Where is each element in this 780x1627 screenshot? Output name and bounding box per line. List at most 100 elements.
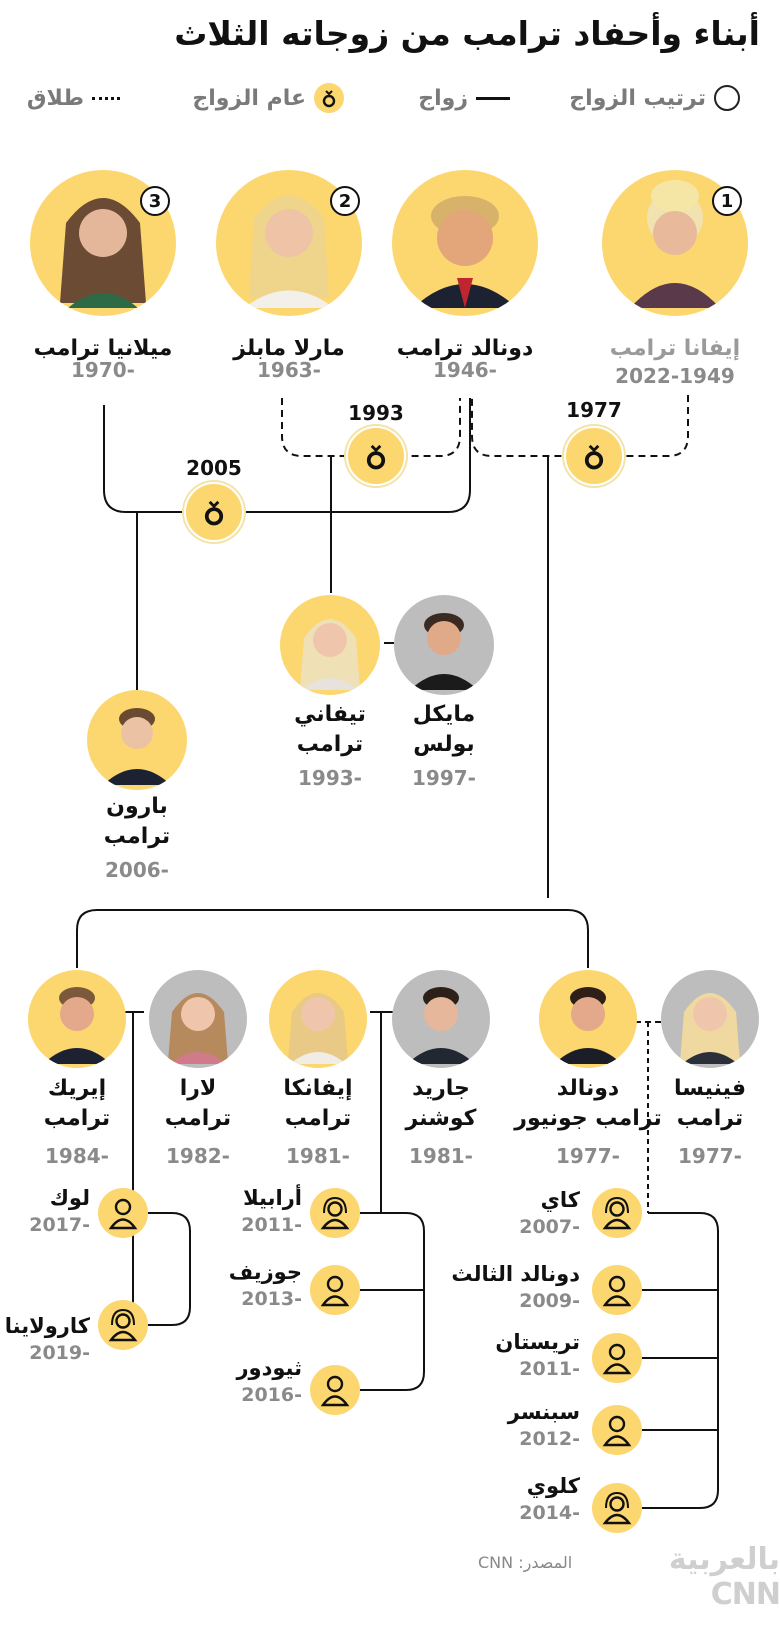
portrait-icon	[410, 613, 478, 690]
donald-photo	[392, 170, 538, 316]
portrait-icon	[413, 196, 517, 308]
lara-photo	[149, 970, 247, 1068]
donald-name: دونالد ترامب	[396, 336, 534, 361]
grandchild-tristan-icon	[592, 1333, 642, 1383]
person-icon	[108, 1198, 138, 1230]
lara-year: 1982-	[166, 1144, 230, 1168]
grandchild-arabella-icon	[310, 1188, 360, 1238]
grandchild-theodore-icon	[310, 1365, 360, 1415]
donald-years: 1946-	[433, 358, 497, 382]
marla-years: 1963-	[257, 358, 321, 382]
grandchild-tristan-name: تريستان	[495, 1330, 580, 1354]
jared-name-first: جاريد	[412, 1076, 470, 1101]
donald-jr-photo	[539, 970, 637, 1068]
order-badge-2: 2	[330, 186, 360, 216]
grandchild-theodore-name: ثيودور	[236, 1356, 302, 1380]
wedding-ring-2005	[184, 482, 244, 542]
grandchild-kai-icon	[592, 1188, 642, 1238]
grandchild-donald-iii-year: 2009-	[519, 1290, 580, 1312]
vanessa-year: 1977-	[678, 1144, 742, 1168]
donald-jr-name-last: ترامب جونيور	[514, 1106, 662, 1131]
grandchild-carolina-name: كارولاينا	[4, 1314, 90, 1338]
person-icon	[602, 1343, 632, 1375]
legend-divorce-label: طلاق	[26, 85, 84, 111]
tiffany-photo	[280, 595, 380, 695]
ivanka-name-last: ترامب	[284, 1106, 352, 1131]
grandchild-joseph-year: 2013-	[241, 1288, 302, 1310]
ivana-years: 2022-1949	[615, 364, 735, 388]
eric-photo	[28, 970, 126, 1068]
grandchild-chloe-icon	[592, 1483, 642, 1533]
lara-name-last: ترامب	[164, 1106, 232, 1131]
grandchild-theodore-year: 2016-	[241, 1384, 302, 1406]
tiffany-name-last: ترامب	[296, 732, 364, 757]
wedding-ring-1977	[564, 426, 624, 486]
ivanka-photo	[269, 970, 367, 1068]
grandchild-arabella-year: 2011-	[241, 1214, 302, 1236]
ring-icon	[314, 83, 344, 113]
portrait-icon	[680, 993, 740, 1064]
grandchild-carolina-icon	[98, 1300, 148, 1350]
barron-photo	[87, 690, 187, 790]
jared-name-last: كوشنر	[405, 1106, 477, 1131]
portrait-icon	[630, 180, 720, 308]
melania-years: 1970-	[71, 358, 135, 382]
grandchild-luke-name: لوك	[49, 1186, 90, 1210]
grandchild-chloe-name: كلوي	[526, 1474, 580, 1498]
portrait-icon	[43, 987, 111, 1064]
person-female-icon	[108, 1308, 138, 1342]
donald-jr-year: 1977-	[556, 1144, 620, 1168]
barron-name-first: بارون	[106, 794, 168, 819]
portrait-icon	[554, 987, 622, 1064]
wedding-year-1977: 1977	[566, 398, 622, 422]
grandchild-kai-name: كاي	[540, 1188, 580, 1212]
order-badge-3: 3	[140, 186, 170, 216]
portrait-icon	[288, 993, 348, 1064]
grandchild-arabella-name: أرابيلا	[243, 1186, 302, 1210]
page-title: أبناء وأحفاد ترامب من زوجاته الثلاث	[174, 14, 760, 53]
wedding-ring-1993	[346, 426, 406, 486]
person-icon	[320, 1375, 350, 1407]
eric-name-last: ترامب	[43, 1106, 111, 1131]
vanessa-photo	[661, 970, 759, 1068]
person-icon	[602, 1415, 632, 1447]
portrait-icon	[60, 198, 146, 308]
person-icon	[602, 1275, 632, 1307]
grandchild-spencer-icon	[592, 1405, 642, 1455]
dotted-line-icon	[92, 96, 120, 100]
solid-line-icon	[476, 96, 510, 100]
michael-photo	[394, 595, 494, 695]
grandchild-joseph-icon	[310, 1265, 360, 1315]
michael-name-last: بولس	[413, 732, 475, 757]
eric-name-first: إيريك	[47, 1076, 107, 1101]
portrait-icon	[300, 619, 360, 690]
person-female-icon	[602, 1491, 632, 1525]
tiffany-year: 1993-	[298, 766, 362, 790]
order-badge-1: 1	[712, 186, 742, 216]
legend-divorce: طلاق	[27, 80, 120, 116]
melania-name: ميلانيا ترامب	[33, 336, 173, 361]
grandchild-donald-iii-icon	[592, 1265, 642, 1315]
grandchild-spencer-name: سبنسر	[507, 1400, 580, 1424]
jared-year: 1981-	[409, 1144, 473, 1168]
person-female-icon	[320, 1196, 350, 1230]
marla-name: مارلا مابلز	[233, 336, 345, 361]
wedding-year-2005: 2005	[186, 456, 242, 480]
person-female-icon	[602, 1196, 632, 1230]
tiffany-name-first: تيفاني	[294, 702, 366, 727]
grandchild-chloe-year: 2014-	[519, 1502, 580, 1524]
ivanka-name-first: إيفانكا	[283, 1076, 353, 1101]
legend-wedding-year-label: عام الزواج	[192, 85, 306, 111]
ring-icon	[204, 500, 224, 526]
portrait-icon	[168, 993, 228, 1064]
portrait-icon	[244, 195, 334, 308]
grandchild-spencer-year: 2012-	[519, 1428, 580, 1450]
grandchild-kai-year: 2007-	[519, 1216, 580, 1238]
eric-year: 1984-	[45, 1144, 109, 1168]
ivana-name: إيفانا ترامب	[609, 336, 741, 361]
legend-wedding-year: عام الزواج	[192, 80, 344, 116]
michael-year: 1997-	[412, 766, 476, 790]
cnn-arabic-logo: بالعربية CNN	[668, 1542, 780, 1612]
ring-icon	[584, 444, 604, 470]
donald-jr-name-first: دونالد	[556, 1076, 620, 1101]
